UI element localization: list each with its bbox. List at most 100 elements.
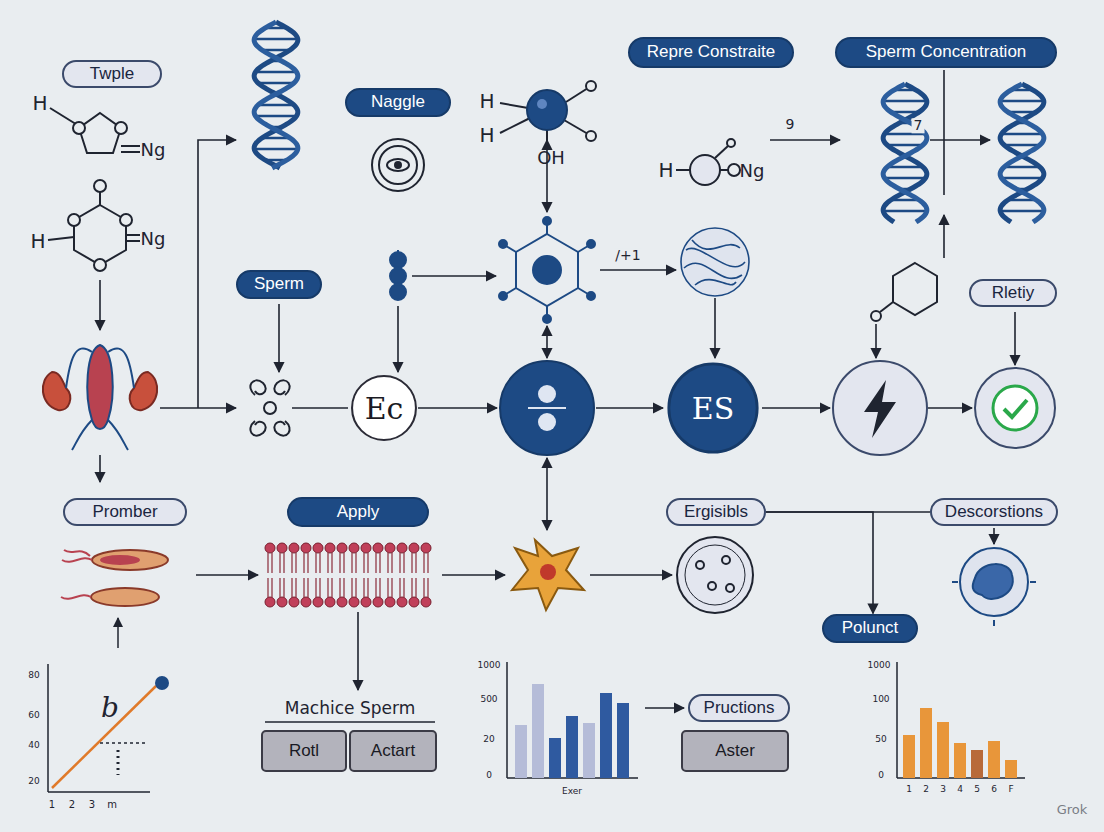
flow-lines: [265, 721, 435, 723]
node-text: Ec: [365, 391, 404, 426]
membrane-figure: [411, 578, 412, 597]
virus-figure: [499, 217, 595, 323]
sperm-figure: [250, 421, 265, 436]
membrane-figure: [363, 578, 364, 597]
blob-cell: [960, 548, 1028, 616]
text-label: H: [30, 230, 45, 252]
node-text: Promber: [92, 502, 157, 522]
flow-lines: [546, 458, 548, 530]
dna-helix: [1004, 166, 1040, 169]
virus-figure: [533, 256, 561, 284]
membrane-figure: [351, 578, 352, 597]
membrane-figure: [267, 553, 268, 573]
label-pill: Twple: [62, 60, 162, 88]
membrane-figure: [283, 578, 284, 597]
virus-figure: [543, 217, 551, 225]
membrane-figure: [385, 597, 395, 607]
enzyme-figure: [512, 540, 584, 610]
line-chart: [100, 742, 146, 744]
bar-chart: [954, 743, 966, 778]
sperm-cells: [91, 588, 159, 606]
center-molecule: [586, 131, 596, 141]
membrane-figure: [355, 578, 356, 597]
membrane-figure: [337, 597, 347, 607]
flow-lines: [1014, 312, 1016, 365]
label-pill: Descorstions: [930, 498, 1058, 526]
axis-tick: 1: [49, 799, 55, 810]
label-pill: Ergisibls: [666, 498, 766, 526]
membrane-figure: [427, 578, 428, 597]
membrane-figure: [303, 553, 304, 573]
membrane-figure: [409, 543, 419, 553]
membrane-figure: [331, 553, 332, 573]
blob-cell: [1030, 581, 1036, 583]
text-label: Ng: [740, 161, 765, 181]
center-molecule: [586, 81, 596, 91]
organ-figure: [130, 372, 157, 410]
text-label: H: [32, 92, 47, 114]
organ-figure: [43, 345, 157, 450]
axis-tick: 100: [872, 695, 889, 705]
benzene-ring: [871, 311, 881, 321]
membrane-figure: [409, 597, 419, 607]
center-molecule: [527, 90, 567, 130]
membrane-figure: [313, 597, 323, 607]
eye-icon: [372, 139, 424, 191]
stacked-dots: [390, 252, 406, 268]
membrane-figure: [373, 543, 383, 553]
flow-lines: [596, 407, 663, 409]
membrane-figure: [295, 553, 296, 573]
grey-box: Aster: [681, 730, 789, 772]
virus-figure: [587, 292, 595, 300]
membrane-figure: [315, 553, 316, 573]
eye-icon: [372, 139, 424, 191]
node-text: Sperm Concentration: [866, 42, 1027, 62]
molecule: [126, 234, 140, 236]
text-label: Ng: [141, 229, 166, 249]
bar-chart: [600, 693, 612, 778]
bar-chart: [1005, 760, 1017, 778]
organ-figure: [72, 420, 128, 450]
membrane-figure: [391, 553, 392, 573]
membrane-figure: [399, 553, 400, 573]
membrane-figure: [349, 597, 359, 607]
dna-helix: [883, 210, 927, 213]
cell-figure: [696, 561, 704, 569]
dna-helix: [883, 84, 927, 222]
text-label: b: [101, 693, 119, 724]
bar-chart: [507, 662, 638, 778]
axis-tick: 6: [991, 785, 997, 795]
molecule: [79, 113, 121, 153]
sperm-figure: [264, 402, 276, 414]
molecule: [48, 237, 74, 240]
dna-helix: [258, 82, 294, 85]
membrane-figure: [277, 543, 287, 553]
state-circles: [538, 413, 556, 431]
blob-cell: [993, 620, 995, 626]
flow-lines: [418, 407, 497, 409]
membrane-figure: [325, 597, 335, 607]
membrane-figure: [295, 578, 296, 597]
bar-chart: [532, 684, 544, 778]
membrane-figure: [303, 578, 304, 597]
line-chart: [117, 618, 119, 648]
bar-chart: [897, 662, 1025, 778]
label-pill: Polunct: [822, 614, 918, 643]
organ-figure: [87, 345, 112, 429]
line-chart: [52, 686, 156, 788]
state-circles: [500, 361, 594, 455]
axis-tick: 0: [878, 771, 884, 781]
bar-chart: [971, 750, 983, 778]
dna-helix: [887, 144, 923, 147]
circle-shape: [669, 364, 757, 452]
virus-figure: [516, 234, 578, 306]
virus-figure: [499, 292, 507, 300]
flow-lines: [600, 269, 676, 271]
circle-shape: [352, 376, 416, 440]
node-text: Actart: [371, 741, 415, 761]
membrane-figure: [391, 578, 392, 597]
grey-box: Rotl: [261, 730, 347, 772]
stacked-dots: [390, 250, 406, 300]
enzyme-figure: [512, 540, 584, 610]
